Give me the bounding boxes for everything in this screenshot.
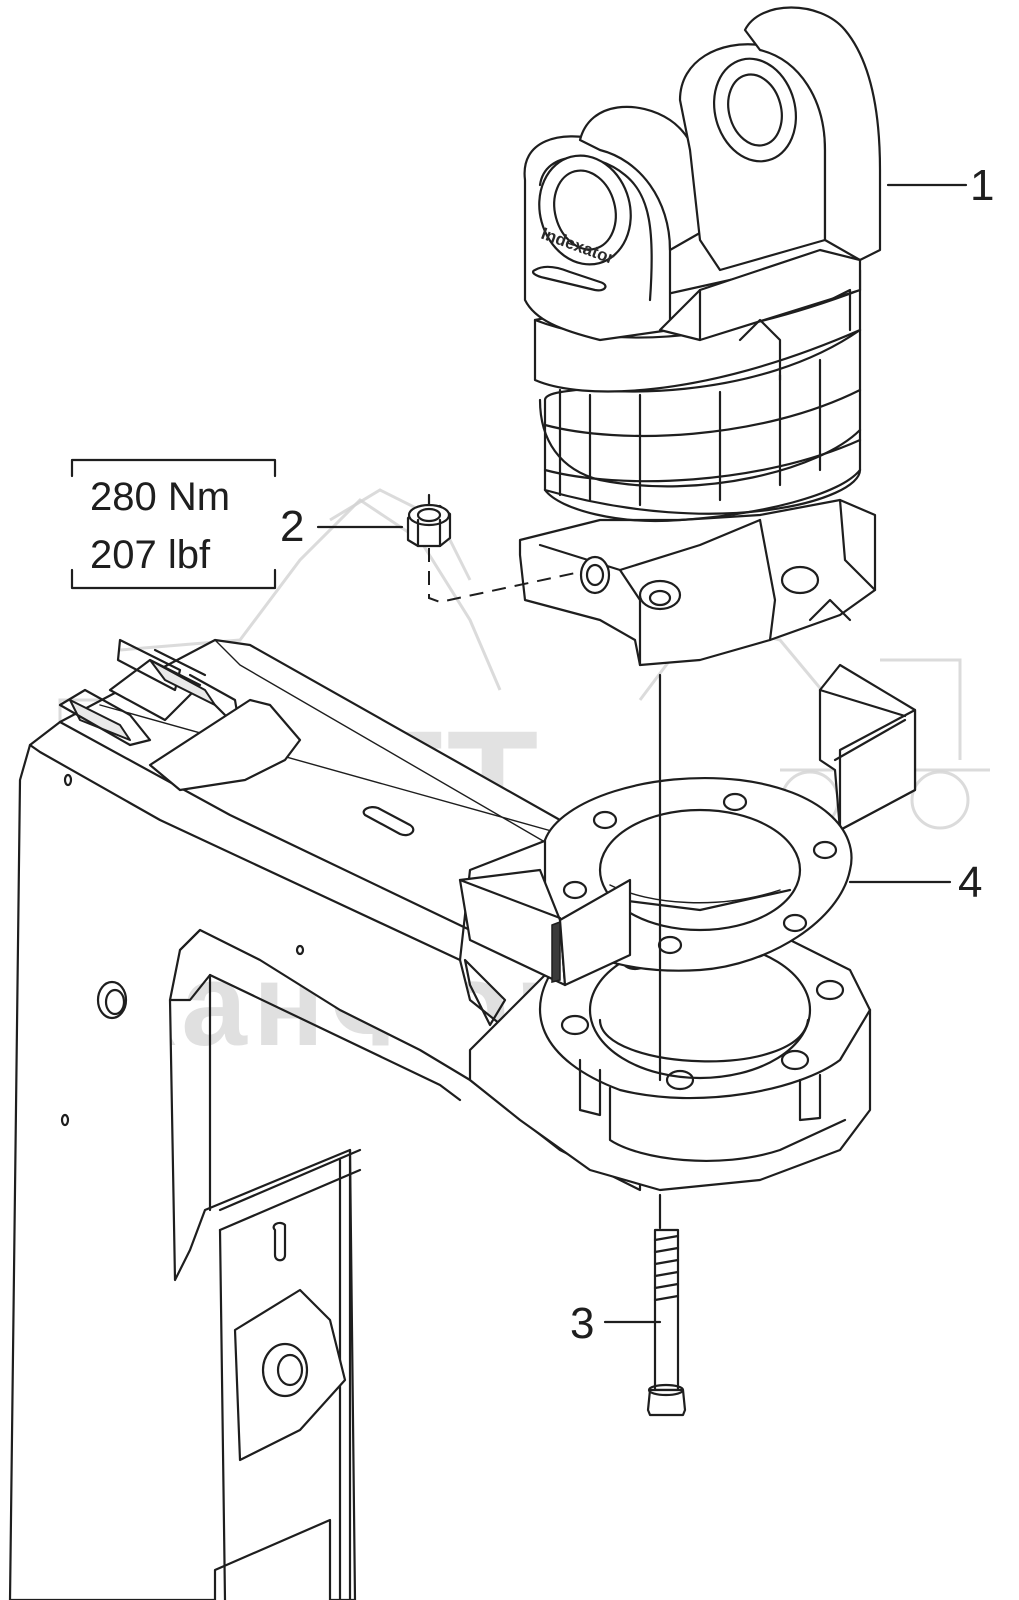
mounting-flange [468,933,872,1192]
torque-spec-box: 280 Nm 207 lbf [70,458,277,590]
callout-1: 1 [886,161,994,210]
assembly-lines [427,493,662,1230]
bracket-plate [458,663,917,987]
nut [406,503,452,548]
callout-number-1: 1 [970,161,994,210]
torque-value-lbf: 207 lbf [90,533,211,577]
callout-number-3: 3 [570,1299,594,1348]
boom-arm [8,638,642,1600]
bolt [646,1228,687,1417]
callout-4: 4 [848,858,982,907]
torque-value-nm: 280 Nm [90,475,230,519]
rotator: Indexator [518,6,882,667]
callout-number-2: 2 [280,502,304,551]
callout-2: 2 [280,502,404,551]
callout-number-4: 4 [958,858,982,907]
callout-3: 3 [570,1299,662,1348]
